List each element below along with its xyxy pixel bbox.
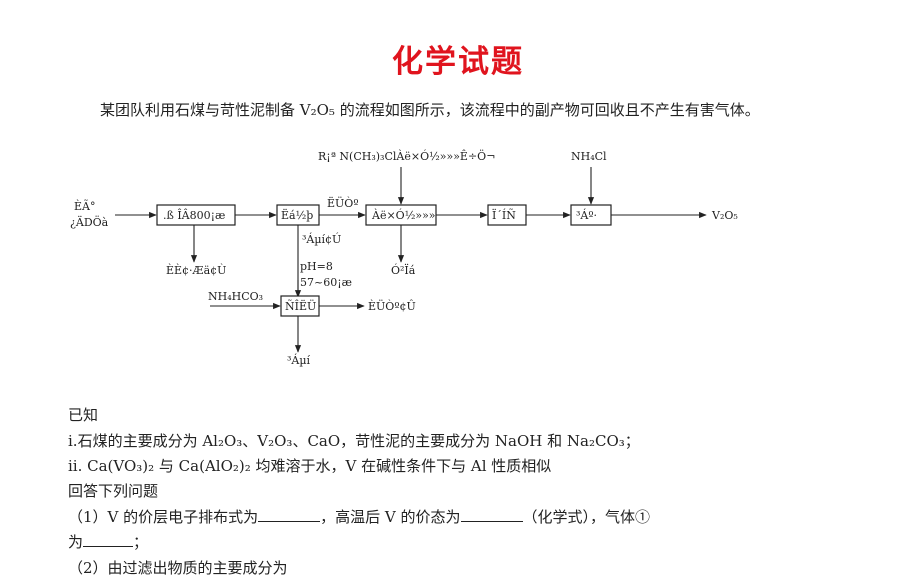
- box3-residue-label: Ó²Ïá: [391, 263, 416, 277]
- process-flow-diagram: ÈÃ° ¿ÄDÖà .ß ÎÂ800¡æ ÈÈ¢·Æä¢Ù Ëá½þ ËÜÒº …: [70, 149, 738, 367]
- question-1-text-e: ；: [133, 533, 149, 551]
- box2-precipitate-label: ³Áµí¢Ú: [302, 232, 341, 246]
- question-2-line: （2）由过滤出物质的主要成分为: [68, 559, 288, 577]
- answer-blank-gas[interactable]: [83, 531, 134, 547]
- input-label-2: ¿ÄDÖà: [70, 215, 109, 229]
- nh4hco3-label: NH₄HCO₃: [208, 290, 263, 303]
- temperature-label: 57~60¡æ: [300, 276, 352, 289]
- nh4cl-label: NH₄Cl: [571, 150, 607, 163]
- known-item-1: ⅰ.石煤的主要成分为 Al₂O₃、V₂O₃、CaO，苛性泥的主要成分为 NaOH…: [68, 432, 640, 450]
- box6-solution-label: ÈÜÒº¢Û: [368, 299, 416, 313]
- question-1-line-2: 为；: [68, 531, 148, 552]
- question-1-text-c: （化学式），气体①: [522, 508, 651, 526]
- product-label: V₂O₅: [711, 209, 738, 222]
- box1-byproduct-label: ÈÈ¢·Æä¢Ù: [166, 263, 226, 277]
- question-intro: 某团队利用石煤与苛性泥制备 V₂O₅ 的流程如图所示，该流程中的副产物可回收且不…: [100, 101, 760, 119]
- top-reagent-label: R¡ª N(CH₃)₃ClÀë×Ó½»»»Ê÷Ö¬: [318, 149, 495, 163]
- known-item-2: ⅱ. Ca(VO₃)₂ 与 Ca(AlO₂)₂ 均难溶于水，V 在碱性条件下与 …: [68, 457, 552, 475]
- question-1-line: （1）V 的价层电子排布式为 ，高温后 V 的价态为 （化学式），气体①: [68, 506, 650, 527]
- process-box-salt-step-label: ÑÎËÜ: [285, 299, 316, 313]
- input-label-1: ÈÃ°: [74, 199, 95, 213]
- process-box-roasting-label: .ß ÎÂ800¡æ: [163, 208, 225, 222]
- box6-precipitate-label: ³Áµí: [287, 353, 311, 367]
- answer-blank-valence[interactable]: [460, 506, 523, 522]
- question-1-text-a: （1）V 的价层电子排布式为: [68, 508, 259, 526]
- process-box-ion-exchange-label: Àë×Ó½»»»: [371, 208, 436, 222]
- answer-blank-electron-config[interactable]: [258, 506, 321, 522]
- page-title: 化学试题: [392, 44, 524, 80]
- process-box-acid-leach-label: Ëá½þ: [281, 208, 313, 222]
- known-heading: 已知: [68, 406, 99, 424]
- process-box-precipitation-label: ³Áº·: [576, 208, 597, 222]
- question-1-text-d: 为: [68, 533, 84, 551]
- question-1-text-b: ，高温后 V 的价态为: [320, 508, 461, 526]
- process-box-elution-label: Ï´ÍÑ: [492, 208, 516, 222]
- box2-output-label: ËÜÒº: [327, 196, 359, 210]
- ph-label: pH=8: [300, 260, 333, 273]
- answer-heading: 回答下列问题: [68, 482, 159, 500]
